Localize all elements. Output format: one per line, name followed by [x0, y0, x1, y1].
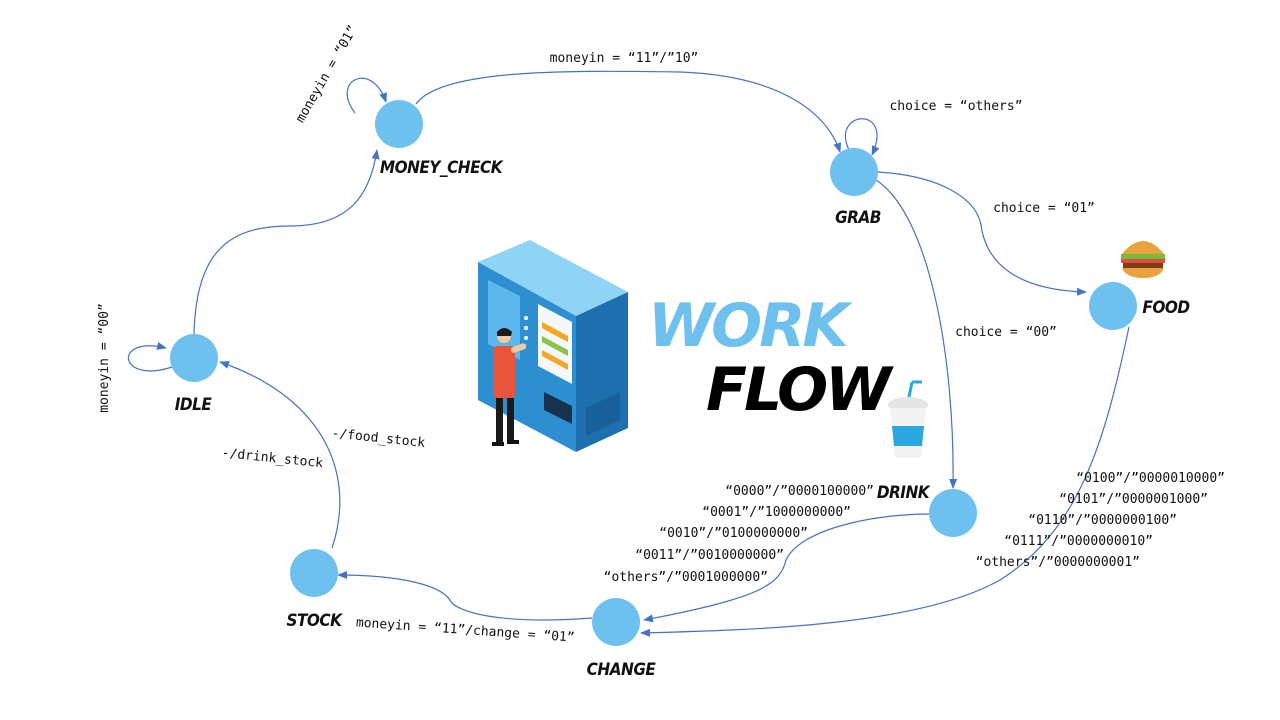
edge-grab-to-drink	[875, 179, 958, 489]
edge-grab-to-food	[877, 171, 1087, 296]
label-drink-line: “others”/”0001000000”	[604, 570, 768, 585]
label-grab-to-food: choice = “01”	[993, 201, 1095, 216]
state-drink	[929, 489, 977, 537]
state-idle	[170, 334, 218, 382]
state-money-check	[375, 100, 423, 148]
drink-cup-icon	[888, 380, 928, 458]
state-stock	[290, 549, 338, 597]
edge-grab-self-loop	[844, 118, 880, 156]
edge-money-check-to-grab	[415, 70, 842, 153]
edges	[127, 70, 1130, 637]
label-food-line: “others”/”0000000001”	[976, 555, 1140, 570]
edge-change-to-stock	[337, 571, 593, 621]
label-drink-to-change: “0000”/”0000100000” “0001”/”1000000000” …	[604, 484, 874, 585]
state-change	[592, 598, 640, 646]
state-label-change: CHANGE	[587, 660, 657, 680]
label-drink-line: “0011”/”0010000000”	[635, 548, 784, 563]
person-illustration	[492, 328, 527, 446]
label-drink-line: “0010”/”0100000000”	[659, 526, 808, 541]
label-drink-line: “0000”/”0000100000”	[725, 484, 874, 499]
label-food-line: “0110”/”0000000100”	[1028, 513, 1177, 528]
label-stock-to-idle-food: -/food_stock	[331, 426, 426, 451]
title-line-2: FLOW	[706, 355, 894, 425]
state-label-money-check: MONEY_CHECK	[380, 158, 504, 178]
state-grab	[830, 148, 878, 196]
title-line-1: WORK	[648, 291, 853, 361]
state-labels: IDLE MONEY_CHECK GRAB FOOD DRINK CHANGE …	[175, 158, 1191, 680]
label-grab-self: choice = “others”	[889, 99, 1022, 114]
state-food	[1089, 282, 1137, 330]
burger-icon	[1121, 241, 1165, 278]
state-label-food: FOOD	[1142, 298, 1190, 318]
label-food-line: “0111”/”0000000010”	[1004, 534, 1153, 549]
label-food-line: “0101”/”0000001000”	[1059, 492, 1208, 507]
edge-food-to-change	[640, 326, 1130, 637]
state-label-idle: IDLE	[175, 395, 213, 415]
edge-drink-to-change	[643, 513, 931, 623]
label-drink-line: “0001”/”1000000000”	[702, 505, 851, 520]
label-food-to-change: “0100”/”0000010000” “0101”/”0000001000” …	[976, 471, 1225, 570]
edge-money-check-self-loop	[346, 77, 387, 114]
state-label-grab: GRAB	[835, 208, 881, 228]
edge-idle-self-loop	[127, 342, 173, 372]
state-label-stock: STOCK	[286, 611, 343, 631]
label-money-check-self: moneyin = “01”	[293, 23, 361, 125]
edge-stock-to-idle	[219, 361, 341, 549]
label-stock-to-idle-drink: -/drink_stock	[221, 446, 324, 472]
label-idle-self: moneyin = “00”	[97, 303, 112, 413]
state-label-drink: DRINK	[877, 483, 931, 503]
edge-idle-to-money-check	[193, 149, 380, 335]
states	[170, 100, 1137, 646]
label-grab-to-drink: choice = “00”	[955, 325, 1057, 340]
label-money-check-to-grab: moneyin = “11”/”10”	[550, 51, 699, 66]
label-food-line: “0100”/”0000010000”	[1076, 471, 1225, 486]
